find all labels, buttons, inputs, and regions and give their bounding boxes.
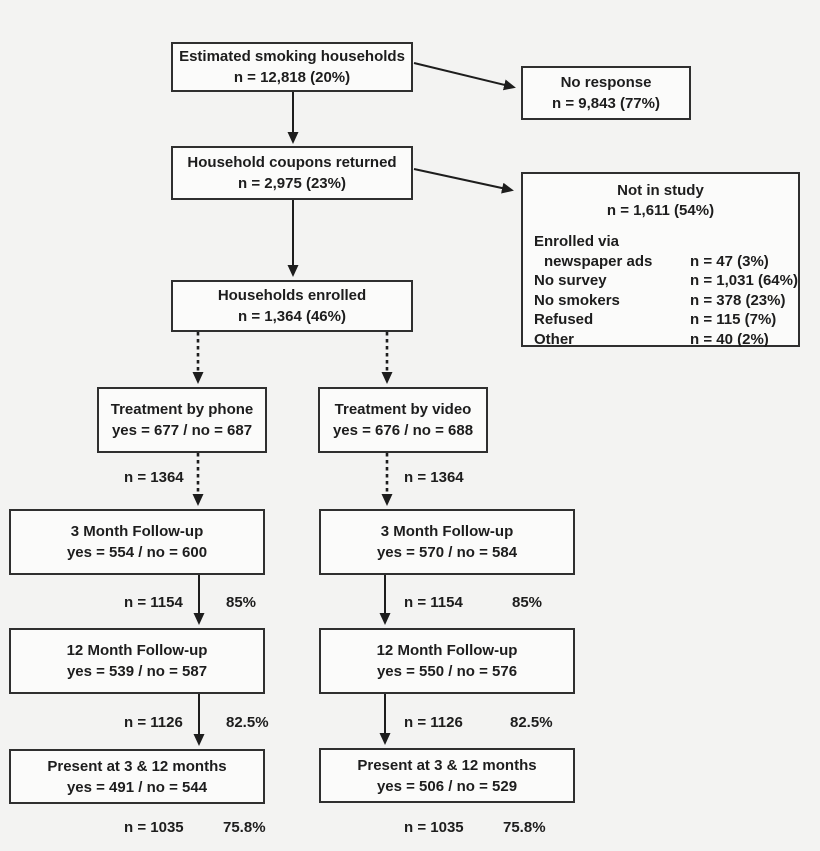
edge-label-pct-video-3month: 85% [512,594,543,611]
box-stat: n = 9,843 (77%) [552,95,660,112]
box-3month-followup-video: 3 Month Follow-up yes = 570 / no = 584 [319,509,575,575]
box-title: 3 Month Follow-up [70,523,204,540]
breakdown-row: Other n = 40 (2%) [523,330,798,350]
breakdown-row: newspaper ads n = 47 (3%) [523,252,798,272]
row-label: newspaper ads [544,252,653,270]
box-stat: yes = 570 / no = 584 [376,544,518,561]
not-in-study-breakdown: Enrolled via newspaper ads n = 47 (3%) N… [523,232,798,349]
edge-label-n-video-present: n = 1035 [404,819,464,836]
box-12month-followup-video: 12 Month Follow-up yes = 550 / no = 576 [319,628,575,694]
box-title: No response [560,74,652,91]
box-stat: yes = 677 / no = 687 [111,422,253,439]
row-value: n = 40 (2%) [690,330,769,348]
breakdown-row: Enrolled via [523,232,798,252]
box-stat: n = 12,818 (20%) [233,69,351,86]
edge-label-n-phone-randomized: n = 1364 [124,469,184,486]
box-title: Estimated smoking households [179,48,405,65]
box-stat: yes = 676 / no = 688 [332,422,474,439]
box-stat: yes = 506 / no = 529 [376,777,518,795]
box-treatment-by-video: Treatment by video yes = 676 / no = 688 [318,387,488,453]
edge-label-n-phone-present: n = 1035 [124,819,184,836]
arrow-coupons-to-notinstudy [413,168,514,194]
box-title: Households enrolled [217,287,367,304]
box-title: Treatment by phone [110,401,254,418]
row-label: No smokers [534,291,620,309]
box-present-3-and-12-video: Present at 3 & 12 months yes = 506 / no … [319,748,575,803]
box-stat: yes = 550 / no = 576 [376,663,518,680]
edge-label-n-video-randomized: n = 1364 [404,469,464,486]
row-value: n = 115 (7%) [690,311,777,328]
box-3month-followup-phone: 3 Month Follow-up yes = 554 / no = 600 [9,509,265,575]
row-value: n = 378 (23%) [690,291,786,309]
arrow-estimated-to-noresponse [413,62,516,91]
box-12month-followup-phone: 12 Month Follow-up yes = 539 / no = 587 [9,628,265,694]
row-value: n = 47 (3%) [690,252,769,270]
edge-label-pct-video-present: 75.8% [503,819,546,836]
edge-label-n-phone-12month: n = 1126 [124,714,183,731]
box-title: 3 Month Follow-up [380,523,514,540]
breakdown-row: Refused n = 115 (7%) [523,310,798,330]
box-title: 12 Month Follow-up [66,642,208,659]
box-title: Present at 3 & 12 months [47,757,227,775]
box-not-in-study: Not in study n = 1,611 (54%) Enrolled vi… [521,172,800,349]
edge-label-pct-phone-12month: 82.5% [226,714,269,731]
box-stat: n = 1,611 (54%) [606,202,715,219]
edge-label-pct-video-12month: 82.5% [510,714,553,731]
edge-label-n-video-12month: n = 1126 [404,714,463,731]
box-title: 12 Month Follow-up [376,642,518,659]
edge-label-n-phone-3month: n = 1154 [124,594,183,611]
box-title: Household coupons returned [187,154,397,171]
box-stat: yes = 539 / no = 587 [66,663,208,680]
box-title: Not in study [617,182,704,199]
edge-label-pct-phone-3month: 85% [226,594,257,611]
box-title: Present at 3 & 12 months [357,756,537,774]
edge-label-n-video-3month: n = 1154 [404,594,463,611]
box-stat: yes = 554 / no = 600 [66,544,208,561]
box-no-response: No response n = 9,843 (77%) [521,66,691,120]
box-treatment-by-phone: Treatment by phone yes = 677 / no = 687 [97,387,267,453]
row-value: n = 1,031 (64%) [690,272,798,289]
edge-label-pct-phone-present: 75.8% [223,819,266,836]
row-label: Enrolled via [534,233,620,250]
box-stat: yes = 491 / no = 544 [66,778,208,796]
box-household-coupons-returned: Household coupons returned n = 2,975 (23… [171,146,413,200]
breakdown-row: No survey n = 1,031 (64%) [523,271,798,291]
box-stat: n = 2,975 (23%) [238,175,346,192]
box-title: Treatment by video [334,401,472,418]
row-label: No survey [534,272,607,289]
box-estimated-smoking-households: Estimated smoking households n = 12,818 … [171,42,413,92]
box-stat: n = 1,364 (46%) [238,308,346,325]
breakdown-row: No smokers n = 378 (23%) [523,291,798,311]
row-label: Refused [534,311,594,328]
row-label: Other [534,330,575,348]
box-households-enrolled: Households enrolled n = 1,364 (46%) [171,280,413,332]
box-present-3-and-12-phone: Present at 3 & 12 months yes = 491 / no … [9,749,265,804]
